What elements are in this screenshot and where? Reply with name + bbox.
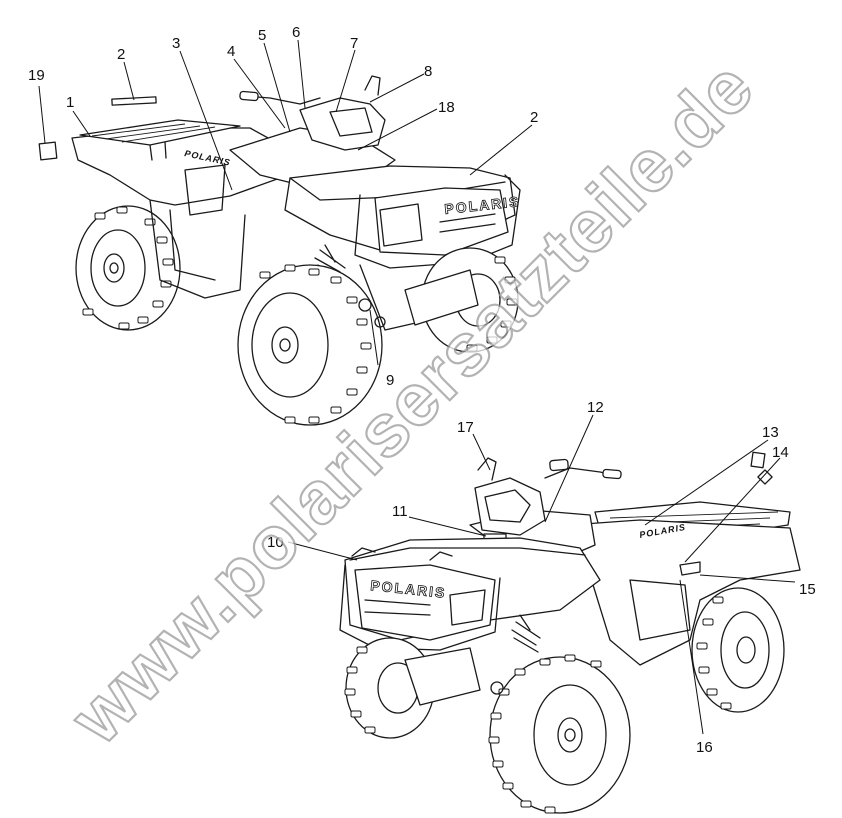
callout-15: 15 [799, 581, 816, 598]
decal-14 [757, 469, 773, 485]
atv-top-front-near-wheel [237, 264, 383, 426]
callout-19: 19 [28, 67, 45, 84]
callout-12: 12 [587, 399, 604, 416]
callout-2-top: 2 [117, 46, 125, 63]
callout-3: 3 [172, 35, 180, 52]
atv-top-rear-wheel [75, 205, 181, 331]
callout-1: 1 [66, 94, 74, 111]
atv-bottom: POLARIS POLARIS [339, 451, 801, 814]
callout-17: 17 [457, 419, 474, 436]
callout-18: 18 [438, 99, 455, 116]
callout-2-right: 2 [530, 109, 538, 126]
atv-top: POLARIS POLARIS [38, 75, 522, 426]
decal-13 [750, 451, 766, 469]
callout-14: 14 [772, 444, 789, 461]
leader-lines [38, 39, 796, 735]
callout-4: 4 [227, 43, 235, 60]
callout-10: 10 [267, 534, 284, 551]
decal-19 [38, 141, 58, 161]
callout-labels: 19 1 2 3 4 5 6 7 8 18 2 9 10 11 12 17 13… [28, 24, 816, 756]
callout-6: 6 [292, 24, 300, 41]
callout-13: 13 [762, 424, 779, 441]
atv-bottom-rear-wheel [691, 587, 785, 713]
callout-7: 7 [350, 35, 358, 52]
callout-9: 9 [386, 372, 394, 389]
atv-bottom-front-near-wheel [488, 654, 631, 814]
callout-5: 5 [258, 27, 266, 44]
callout-8: 8 [424, 63, 432, 80]
callout-11: 11 [392, 503, 408, 520]
callout-16: 16 [696, 739, 713, 756]
